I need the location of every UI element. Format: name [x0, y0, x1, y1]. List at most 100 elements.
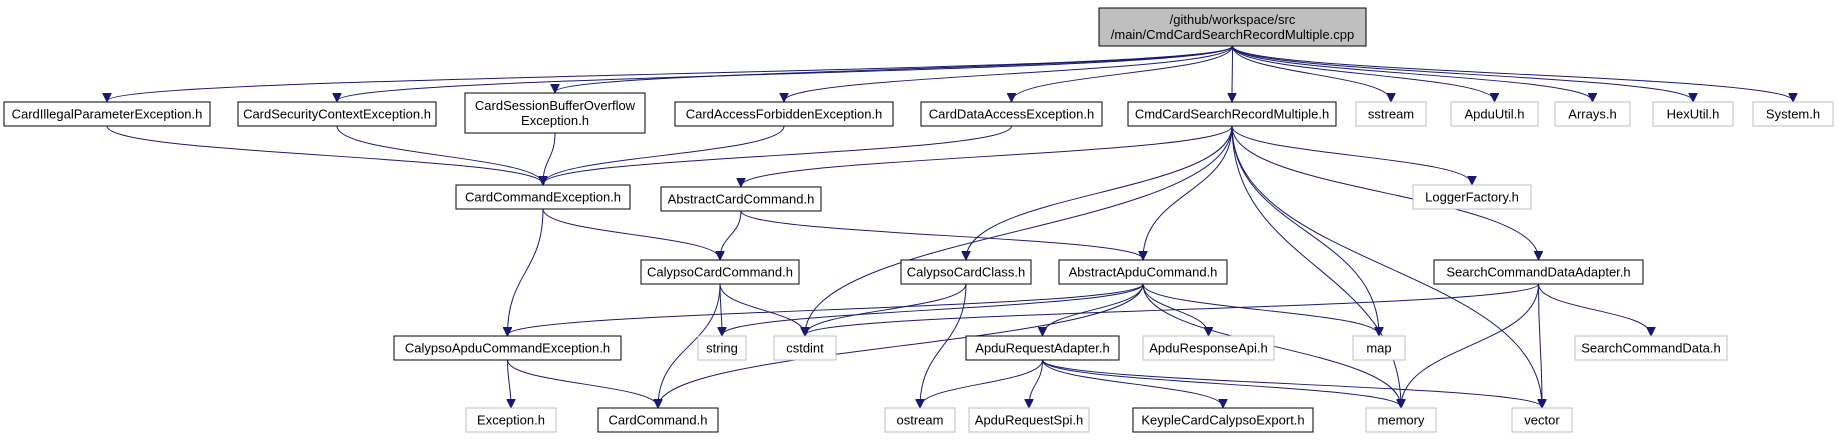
node-box — [1450, 101, 1539, 127]
node-label: Exception.h — [521, 113, 589, 128]
node-carddataaccessexception-h[interactable]: CardDataAccessException.h — [920, 101, 1103, 127]
node-apdurequestadapter-h[interactable]: ApduRequestAdapter.h — [965, 335, 1120, 361]
node-apduresponseapi-h: ApduResponseApi.h — [1142, 335, 1275, 361]
node-searchcommanddataadapter-h[interactable]: SearchCommandDataAdapter.h — [1433, 259, 1644, 285]
edge-n_cmdsearch-to-n_calypsocardclass — [966, 125, 1233, 259]
node-label: /github/workspace/src — [1170, 12, 1296, 27]
node-label: map — [1366, 341, 1391, 356]
edge-root-to-n_system — [1232, 45, 1794, 101]
edge-n_calypsocardcmd-to-n_cstdint — [719, 283, 805, 335]
edge-root-to-n_accessforbidden — [784, 45, 1233, 101]
edge-n_abstractapdu-to-n_apdureqadapter — [1043, 283, 1144, 335]
node-system-h: System.h — [1752, 101, 1834, 127]
node-label: CardDataAccessException.h — [929, 107, 1094, 122]
edge-n_cardcmdexc-to-n_calypsocardcmd — [542, 208, 720, 259]
node-box — [1132, 407, 1314, 433]
node-cmdcardsearchrecordmultiple-h[interactable]: CmdCardSearchRecordMultiple.h — [1127, 101, 1337, 127]
edge-n_cmdsearch-to-n_vector — [1231, 125, 1542, 407]
node-box — [1142, 335, 1275, 361]
edge-n_searchadapter-to-n_vector — [1539, 283, 1543, 407]
node-cardaccessforbiddenexception-h[interactable]: CardAccessForbiddenException.h — [674, 101, 894, 127]
node-label: CalypsoCardClass.h — [907, 265, 1026, 280]
edge-n_apdureqadapter-to-n_memory — [1042, 359, 1402, 407]
node-label: /main/CmdCardSearchRecordMultiple.cpp — [1111, 27, 1355, 42]
node-vector: vector — [1511, 407, 1573, 433]
node-box — [920, 101, 1103, 127]
node-box — [1652, 101, 1734, 127]
node-calypsocardclass-h[interactable]: CalypsoCardClass.h — [900, 259, 1032, 285]
node-calypsoapducommandexception-h[interactable]: CalypsoApduCommandException.h — [393, 335, 622, 361]
node-box — [393, 335, 622, 361]
node-box — [237, 101, 437, 127]
node-label: string — [706, 341, 738, 356]
node-label: Exception.h — [477, 413, 545, 428]
edge-root-to-n_security — [337, 45, 1233, 101]
node-box — [464, 92, 646, 134]
node-box — [697, 335, 747, 361]
node-box — [597, 407, 719, 433]
edge-root-to-n_apduutil — [1232, 45, 1495, 101]
edge-n_illegal-to-n_cardcmdexc — [106, 125, 543, 184]
node-label: ApduUtil.h — [1465, 107, 1525, 122]
node-label: AbstractApduCommand.h — [1069, 265, 1218, 280]
edge-n_abstractapdu-to-n_string — [722, 283, 1144, 335]
node-cardsecuritycontextexception-h[interactable]: CardSecurityContextException.h — [237, 101, 437, 127]
edge-n_apdureqadapter-to-n_apdureqspi — [1029, 359, 1043, 407]
node-memory: memory — [1365, 407, 1437, 433]
node-cardillegalparameterexception-h[interactable]: CardIllegalParameterException.h — [3, 101, 211, 127]
node-label: HexUtil.h — [1667, 107, 1720, 122]
node-cardcommandexception-h[interactable]: CardCommandException.h — [455, 184, 631, 210]
node-abstractcardcommand-h[interactable]: AbstractCardCommand.h — [660, 186, 822, 212]
edge-n_calypsocardcmd-to-n_cardcommand — [658, 283, 721, 407]
node-calypsocardcommand-h[interactable]: CalypsoCardCommand.h — [640, 259, 800, 285]
node-box — [1058, 259, 1228, 285]
node-ostream: ostream — [884, 407, 956, 433]
node-label: Arrays.h — [1568, 107, 1616, 122]
node-box — [968, 407, 1090, 433]
node-label: CardIllegalParameterException.h — [12, 107, 203, 122]
edge-n_cmdsearch-to-n_cstdint — [805, 125, 1233, 335]
node-keyplecardcalypsoexport-h[interactable]: KeypleCardCalypsoExport.h — [1132, 407, 1314, 433]
node-label: CalypsoCardCommand.h — [647, 265, 793, 280]
node-cardcommand-h[interactable]: CardCommand.h — [597, 407, 719, 433]
node-label: CardAccessForbiddenException.h — [686, 107, 883, 122]
node-label: SearchCommandDataAdapter.h — [1446, 265, 1630, 280]
node-box — [1752, 101, 1834, 127]
node-cstdint: cstdint — [773, 335, 837, 361]
edge-n_searchadapter-to-n_searchdata — [1538, 283, 1652, 335]
node-box — [660, 186, 822, 212]
node-label: System.h — [1766, 107, 1820, 122]
node-label: CalypsoApduCommandException.h — [405, 341, 610, 356]
edge-root-to-n_hexutil — [1232, 45, 1694, 101]
node-label: cstdint — [786, 341, 824, 356]
node-searchcommanddata-h: SearchCommandData.h — [1574, 335, 1728, 361]
node-label: ApduRequestSpi.h — [975, 413, 1083, 428]
node-box — [1098, 7, 1367, 47]
node-label: AbstractCardCommand.h — [668, 192, 815, 207]
node-apduutil-h: ApduUtil.h — [1450, 101, 1539, 127]
edge-n_abstractapdu-to-n_calypsoapduexc — [508, 283, 1144, 335]
node-label: vector — [1524, 413, 1560, 428]
node-box — [1412, 184, 1532, 210]
node-exception-h: Exception.h — [465, 407, 557, 433]
node-box — [1352, 335, 1406, 361]
node-label: ostream — [897, 413, 944, 428]
node-abstractapducommand-h[interactable]: AbstractApduCommand.h — [1058, 259, 1228, 285]
edge-n_cmdsearch-to-n_searchadapter — [1231, 125, 1539, 259]
node-label: memory — [1378, 413, 1425, 428]
edge-n_cmdsearch-to-n_abstractcard — [741, 125, 1233, 186]
node-box — [773, 335, 837, 361]
edge-n_calypsoapduexc-to-n_cardcommand — [507, 359, 659, 407]
node-box — [674, 101, 894, 127]
node-label: ApduResponseApi.h — [1149, 341, 1268, 356]
edge-n_cardcmdexc-to-n_calypsoapduexc — [508, 208, 544, 335]
edge-n_abstractcard-to-n_abstractapdu — [740, 210, 1143, 259]
edge-n_calypsocardclass-to-n_ostream — [920, 283, 967, 407]
edge-n_apdureqadapter-to-n_ostream — [920, 359, 1043, 407]
node-label: KeypleCardCalypsoExport.h — [1141, 413, 1304, 428]
node-github-workspace-src-main-cmdcardsearchrecordmultiple-cpp[interactable]: /github/workspace/src/main/CmdCardSearch… — [1098, 7, 1367, 47]
edge-n_abstractapdu-to-n_cardcommand — [658, 283, 1144, 407]
node-box — [1511, 407, 1573, 433]
